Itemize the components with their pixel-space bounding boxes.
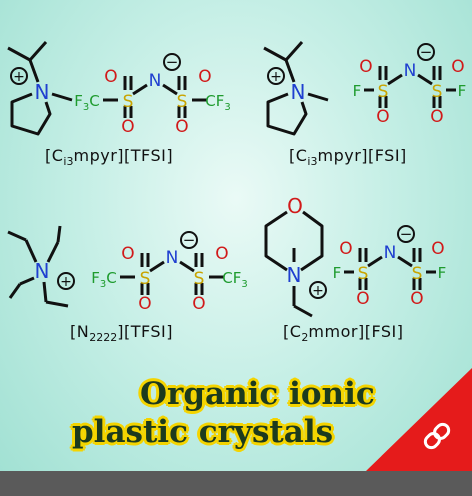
label-c3mpyr-tfsi: [Ci3mpyr][TFSI]	[45, 146, 174, 169]
atom-o: O	[192, 294, 205, 314]
plus-sign: +	[270, 69, 282, 85]
title-line-1: Organic ionic	[140, 376, 375, 412]
atom-o: O	[215, 244, 228, 264]
atom-o: O	[359, 57, 372, 77]
atom-o: O	[198, 67, 211, 87]
atom-f: F	[353, 82, 362, 100]
atom-n: N	[404, 61, 417, 81]
atom-o: O	[430, 107, 443, 127]
atom-s: S	[194, 269, 205, 289]
plus-charge-icon	[267, 67, 285, 85]
atom-subscript: 3	[100, 279, 106, 290]
atom-c: C	[106, 269, 116, 287]
atom-o: O	[431, 239, 444, 259]
atom-subscript: 3	[241, 279, 247, 290]
label-c2mmor-fsi: [C2mmor][FSI]	[283, 322, 404, 345]
atom-s: S	[123, 92, 134, 112]
plus-charge-icon	[10, 67, 28, 85]
label-n2222-tfsi: [N2222][TFSI]	[70, 322, 174, 345]
atom-c: C	[222, 269, 232, 287]
minus-sign: −	[166, 53, 179, 71]
atom-s: S	[177, 92, 188, 112]
plus-sign: +	[13, 69, 25, 85]
minus-charge-icon	[417, 43, 435, 61]
plus-sign: +	[312, 283, 324, 299]
atom-subscript: 3	[224, 102, 230, 113]
plus-sign: +	[60, 274, 72, 290]
molecule-c3mpyr-tfsi: N + N − S S O O O O F3C CF3	[6, 40, 231, 137]
atom-s: S	[358, 264, 369, 284]
atom-f: F	[233, 269, 242, 287]
title-line-2: plastic crystals	[72, 414, 334, 450]
atom-n: N	[166, 248, 179, 268]
minus-sign: −	[400, 225, 413, 243]
atom-s: S	[412, 264, 423, 284]
plus-charge-icon	[309, 281, 327, 299]
atom-o: O	[356, 289, 369, 309]
atom-n: N	[291, 80, 306, 104]
atom-n: N	[35, 80, 50, 104]
minus-sign: −	[183, 231, 196, 249]
atom-f: F	[438, 264, 447, 282]
atom-n: N	[35, 259, 50, 283]
atom-o: O	[104, 67, 117, 87]
atom-o: O	[451, 57, 464, 77]
atom-o: O	[138, 294, 151, 314]
atom-f: F	[458, 82, 467, 100]
label-c3mpyr-fsi: [Ci3mpyr][FSI]	[289, 146, 407, 169]
svg-text:CF3: CF3	[222, 269, 248, 290]
svg-text:F3C: F3C	[91, 269, 117, 290]
molecule-n2222-tfsi: N + N − S S O O O O F3C CF3	[7, 225, 248, 314]
atom-n: N	[287, 263, 302, 287]
minus-charge-icon	[397, 225, 415, 243]
corner-badge	[366, 368, 472, 471]
atom-s: S	[140, 269, 151, 289]
minus-charge-icon	[163, 53, 181, 71]
atom-o: O	[121, 117, 134, 137]
plus-charge-icon	[57, 272, 75, 290]
atom-n: N	[149, 71, 162, 91]
atom-c: C	[205, 92, 215, 110]
atom-s: S	[432, 82, 443, 102]
atom-o: O	[376, 107, 389, 127]
atom-n: N	[384, 243, 397, 263]
atom-o: O	[175, 117, 188, 137]
molecule-c3mpyr-fsi: N + N − S S O O O O F F	[262, 40, 467, 136]
svg-text:CF3: CF3	[205, 92, 231, 113]
molecule-c2mmor-fsi: O N + N − S S O O O O F F	[264, 194, 447, 318]
atom-f: F	[216, 92, 225, 110]
atom-o: O	[410, 289, 423, 309]
atom-f: F	[333, 264, 342, 282]
atom-o: O	[287, 194, 303, 218]
minus-sign: −	[420, 43, 433, 61]
atom-f: F	[74, 92, 83, 110]
atom-o: O	[339, 239, 352, 259]
svg-text:F3C: F3C	[74, 92, 100, 113]
minus-charge-icon	[180, 231, 198, 249]
atom-subscript: 3	[83, 102, 89, 113]
footer-bar	[0, 471, 472, 496]
atom-s: S	[378, 82, 389, 102]
atom-o: O	[121, 244, 134, 264]
atom-f: F	[91, 269, 100, 287]
atom-c: C	[89, 92, 99, 110]
